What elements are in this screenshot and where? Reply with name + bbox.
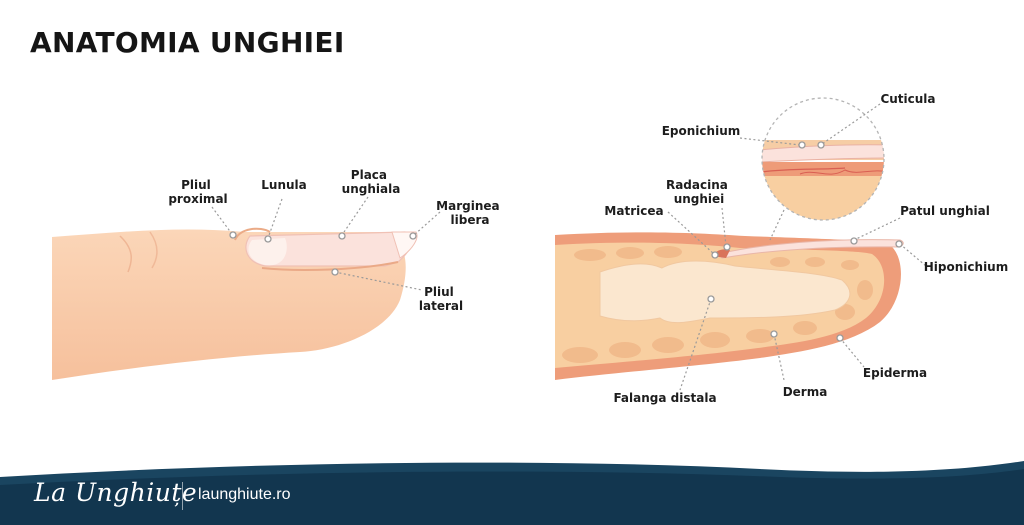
distal-phalanx-shape	[599, 260, 851, 324]
label-lunula: Lunula	[261, 178, 307, 192]
footer-divider	[182, 482, 183, 510]
website-link[interactable]: launghiute.ro	[198, 486, 291, 503]
zoom-circle	[761, 97, 885, 241]
label-patul-unghial: Patul unghial	[900, 204, 990, 218]
label-matricea: Matricea	[604, 204, 663, 218]
nail-plate-section-shape	[717, 239, 904, 259]
label-hiponichium: Hiponichium	[924, 260, 1008, 274]
label-eponichium: Eponichium	[662, 124, 741, 138]
label-pliul-proximal: Pliul proximal	[168, 178, 227, 206]
finger-cross-section-illustration	[555, 232, 904, 380]
label-radacina-unghiei: Radacina unghiei	[666, 178, 732, 206]
finger-exterior-illustration	[52, 227, 418, 380]
lunula-shape	[248, 238, 287, 266]
label-pliul-lateral: Pliul lateral	[419, 285, 463, 313]
label-epiderma: Epiderma	[863, 366, 927, 380]
page-title: ANATOMIA UNGHIEI	[30, 26, 345, 59]
footer-bar	[0, 461, 1024, 525]
label-placa-unghiala: Placa unghiala	[342, 168, 401, 196]
label-falanga-distala: Falanga distala	[613, 391, 716, 405]
label-cuticula: Cuticula	[880, 92, 935, 106]
label-marginea-libera: Marginea libera	[436, 199, 504, 227]
label-derma: Derma	[783, 385, 828, 399]
brand-logo: La Unghiuțe	[34, 478, 198, 507]
